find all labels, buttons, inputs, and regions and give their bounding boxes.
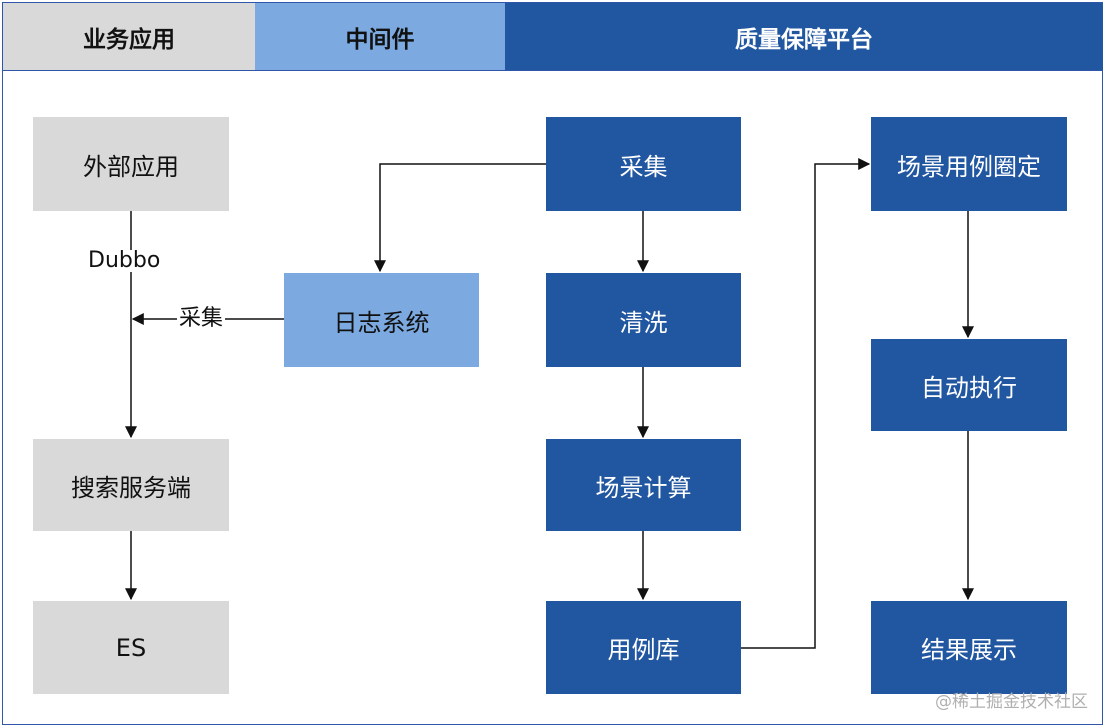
- node-external-app: 外部应用: [33, 117, 229, 211]
- header-middleware: 中间件: [255, 3, 505, 71]
- watermark: @稀土掘金技术社区: [935, 692, 1088, 712]
- header-divider: [3, 70, 1103, 71]
- node-log-system: 日志系统: [284, 273, 479, 367]
- edge-library-to-select: [741, 158, 871, 649]
- node-search-server: 搜索服务端: [33, 439, 229, 531]
- node-case-library: 用例库: [546, 601, 741, 694]
- edge-label-collect: 采集: [177, 306, 226, 331]
- node-scene-case-select: 场景用例圈定: [871, 117, 1067, 211]
- node-clean: 清洗: [546, 273, 741, 367]
- node-es: ES: [33, 601, 229, 694]
- edge-label-dubbo: Dubbo: [86, 248, 163, 273]
- edge-collect-to-log: [374, 163, 546, 273]
- header-quality: 质量保障平台: [505, 3, 1103, 71]
- header-business: 业务应用: [3, 3, 255, 71]
- node-auto-exec: 自动执行: [871, 339, 1067, 431]
- node-scene-compute: 场景计算: [546, 439, 741, 531]
- node-result-display: 结果展示: [871, 601, 1067, 694]
- node-collect: 采集: [546, 117, 741, 211]
